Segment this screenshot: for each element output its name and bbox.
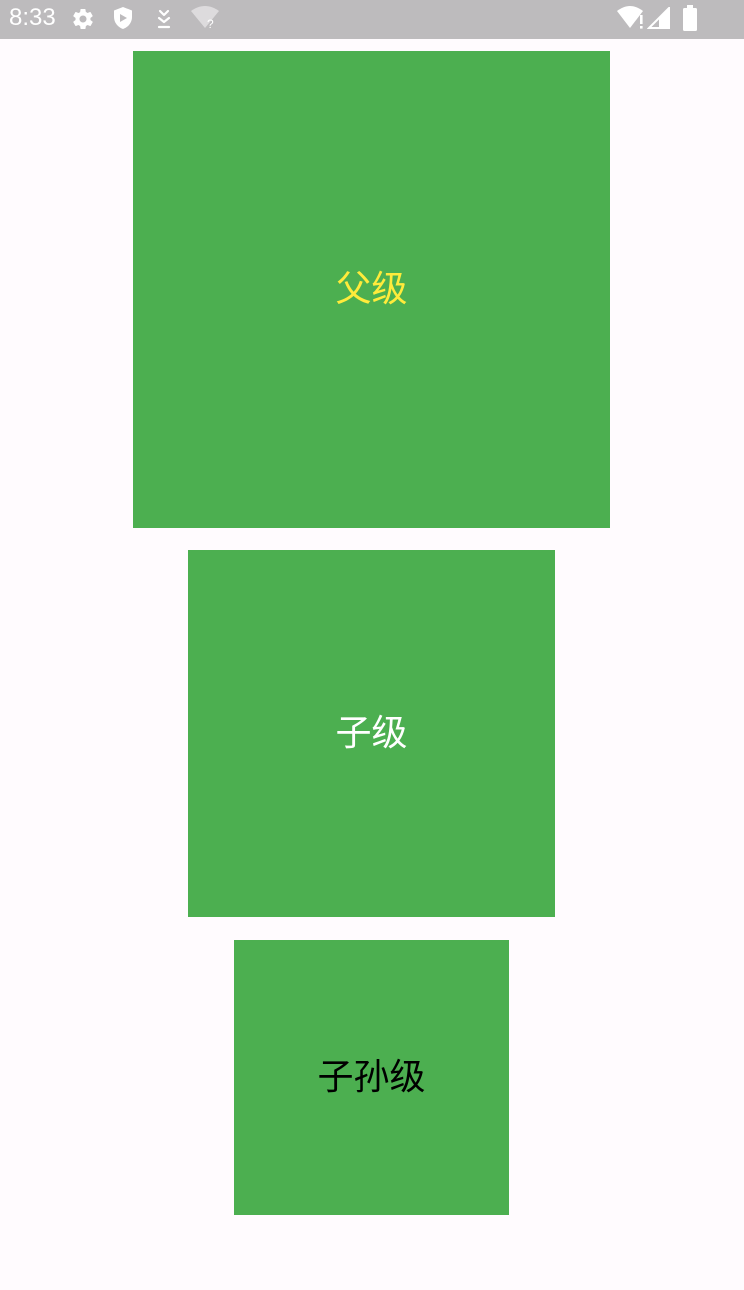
- cellular-signal-icon: [647, 7, 670, 29]
- child-box: 子级: [188, 550, 555, 917]
- wifi-alert-icon: [617, 6, 643, 29]
- download-icon: [157, 9, 171, 29]
- status-time: 8:33: [9, 4, 56, 31]
- svg-text:?: ?: [207, 17, 214, 30]
- child-box-label: 子级: [335, 712, 408, 754]
- grandchild-box-label: 子孙级: [317, 1056, 426, 1098]
- status-bar: 8:33 ?: [0, 0, 744, 39]
- parent-box-label: 父级: [335, 268, 408, 310]
- grandchild-box: 子孙级: [234, 940, 509, 1215]
- gear-icon: [73, 9, 93, 30]
- parent-box: 父级: [133, 51, 610, 528]
- wifi-unknown-icon: ?: [191, 6, 219, 30]
- shield-icon: [114, 7, 132, 29]
- battery-icon: [683, 5, 697, 31]
